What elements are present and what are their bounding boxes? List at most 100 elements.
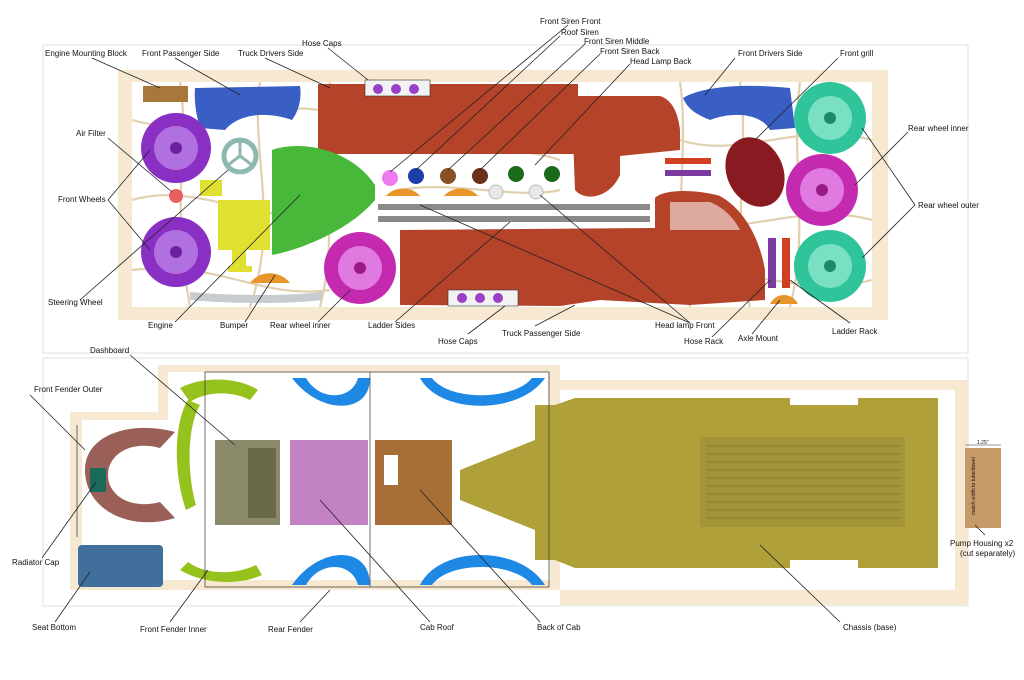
label-back-of-cab: Back of Cab bbox=[537, 623, 581, 632]
ladder-side-2 bbox=[378, 216, 650, 222]
front-siren-middle-part bbox=[440, 168, 456, 184]
hose-cap-top-1 bbox=[373, 84, 383, 94]
siren-base-1 bbox=[386, 188, 420, 196]
axle-mount-part bbox=[770, 295, 798, 304]
hose-rack-bar bbox=[665, 170, 711, 176]
label-ladder-rack: Ladder Rack bbox=[832, 327, 878, 336]
label-engine-mounting-block: Engine Mounting Block bbox=[45, 49, 128, 58]
label-front-wheels: Front Wheels bbox=[58, 195, 106, 204]
front-fender-inner-top bbox=[180, 379, 258, 402]
air-filter-part bbox=[169, 189, 183, 203]
hose-cap-bottom-1 bbox=[457, 293, 467, 303]
front-fender-inner-bottom bbox=[180, 562, 262, 582]
label-front-passenger-side: Front Passenger Side bbox=[142, 49, 220, 58]
cab-window bbox=[670, 202, 740, 230]
label-rear-wheel-inner-right: Rear wheel inner bbox=[908, 124, 969, 133]
label-rear-wheel-outer: Rear wheel outer bbox=[918, 201, 979, 210]
label-rear-fender: Rear Fender bbox=[268, 625, 313, 634]
truck-drivers-side-part bbox=[318, 84, 680, 197]
label-truck-drivers-side: Truck Drivers Side bbox=[238, 49, 304, 58]
dashboard-panel bbox=[248, 448, 276, 518]
rear-fender-2 bbox=[420, 378, 545, 406]
label-hose-caps-top: Hose Caps bbox=[302, 39, 342, 48]
rear-wheel-outer-1 bbox=[794, 82, 866, 154]
chassis-deck bbox=[700, 437, 905, 527]
label-bumper: Bumper bbox=[220, 321, 248, 330]
seat-bottom-part bbox=[78, 545, 163, 587]
hose-rack-part bbox=[768, 238, 776, 288]
bottom-sheet bbox=[42, 357, 1001, 607]
head-lamp-back-part-2 bbox=[544, 166, 560, 182]
pump-housing-part bbox=[965, 448, 1001, 528]
axle-mount-left bbox=[250, 273, 290, 283]
label-radiator-cap: Radiator Cap bbox=[12, 558, 60, 567]
label-air-filter: Air Filter bbox=[76, 129, 106, 138]
steering-wheel-part bbox=[221, 137, 259, 175]
ladder-rack-bar-1 bbox=[665, 158, 711, 164]
front-passenger-fender-part bbox=[194, 86, 301, 130]
label-pump-housing-note: (cut separately) bbox=[960, 549, 1015, 558]
truck-drivers-side-panel bbox=[318, 84, 578, 154]
siren-base-2 bbox=[444, 188, 478, 196]
front-grill-oval-part bbox=[725, 137, 785, 207]
front-wheel-1 bbox=[141, 113, 211, 183]
bumper-part bbox=[190, 292, 322, 303]
label-front-siren-middle: Front Siren Middle bbox=[584, 37, 650, 46]
label-head-lamp-back: Head Lamp Back bbox=[630, 57, 692, 66]
rear-fender-1 bbox=[292, 378, 370, 406]
radiator-cap-part bbox=[90, 468, 106, 492]
label-cab-roof: Cab Roof bbox=[420, 623, 455, 632]
ladder-side-1 bbox=[378, 204, 650, 210]
label-chassis-base: Chassis (base) bbox=[843, 623, 897, 632]
label-dim-height: match width to tube/dowel bbox=[971, 457, 977, 515]
hose-cap-top-2 bbox=[391, 84, 401, 94]
head-lamp-back-part-1 bbox=[508, 166, 524, 182]
roof-siren-part bbox=[408, 168, 424, 184]
hose-cap-bottom-3 bbox=[493, 293, 503, 303]
front-siren-back-part bbox=[472, 168, 488, 184]
cab-roof-part bbox=[290, 440, 368, 525]
label-dashboard: Dashboard bbox=[90, 346, 129, 355]
chassis-slats bbox=[706, 445, 900, 519]
rear-fender-4 bbox=[420, 555, 545, 585]
label-pump-housing: Pump Housing x2 bbox=[950, 539, 1014, 548]
label-front-drivers-side: Front Drivers Side bbox=[738, 49, 803, 58]
front-fender-inner-left bbox=[176, 400, 200, 510]
label-rear-wheel-inner-bottom: Rear wheel inner bbox=[270, 321, 331, 330]
label-hose-caps-bottom: Hose Caps bbox=[438, 337, 478, 346]
rear-wheel-inner-bottom bbox=[324, 232, 396, 304]
back-of-cab-window bbox=[384, 455, 398, 485]
label-front-siren-front: Front Siren Front bbox=[540, 17, 601, 26]
label-front-fender-outer: Front Fender Outer bbox=[34, 385, 103, 394]
rear-wheel-outer-2 bbox=[794, 230, 866, 302]
label-roof-siren: Roof Siren bbox=[561, 28, 599, 37]
hose-cap-bottom-2 bbox=[475, 293, 485, 303]
head-lamp-front-part-1 bbox=[488, 184, 504, 200]
front-wheel-2 bbox=[141, 217, 211, 287]
head-lamp-front-part-2 bbox=[528, 184, 544, 200]
rear-fender-3 bbox=[292, 555, 370, 585]
hose-cap-top-3 bbox=[409, 84, 419, 94]
leader-lines bbox=[29, 24, 986, 623]
label-dim-width: 1.25" bbox=[977, 440, 989, 446]
label-seat-bottom: Seat Bottom bbox=[32, 623, 76, 632]
label-ladder-sides: Ladder Sides bbox=[368, 321, 415, 330]
group-frame bbox=[204, 371, 550, 588]
engine-part bbox=[200, 180, 270, 272]
front-siren-front-part bbox=[382, 170, 398, 186]
label-axle-mount: Axle Mount bbox=[738, 334, 779, 343]
label-head-lamp-front: Head lamp Front bbox=[655, 321, 715, 330]
front-fender-outer-part bbox=[85, 427, 175, 523]
label-front-grill: Front grill bbox=[840, 49, 874, 58]
ladder-rack-part bbox=[782, 238, 790, 288]
label-steering-wheel: Steering Wheel bbox=[48, 298, 103, 307]
label-truck-passenger-side: Truck Passenger Side bbox=[502, 329, 581, 338]
label-front-siren-back: Front Siren Back bbox=[600, 47, 661, 56]
label-hose-rack: Hose Rack bbox=[684, 337, 724, 346]
label-front-fender-inner: Front Fender Inner bbox=[140, 625, 207, 634]
rear-wheel-inner-right bbox=[786, 154, 858, 226]
top-sheet bbox=[42, 44, 969, 354]
labels: Engine Mounting Block Front Passenger Si… bbox=[12, 17, 1015, 634]
front-drivers-fender-part bbox=[683, 85, 795, 130]
